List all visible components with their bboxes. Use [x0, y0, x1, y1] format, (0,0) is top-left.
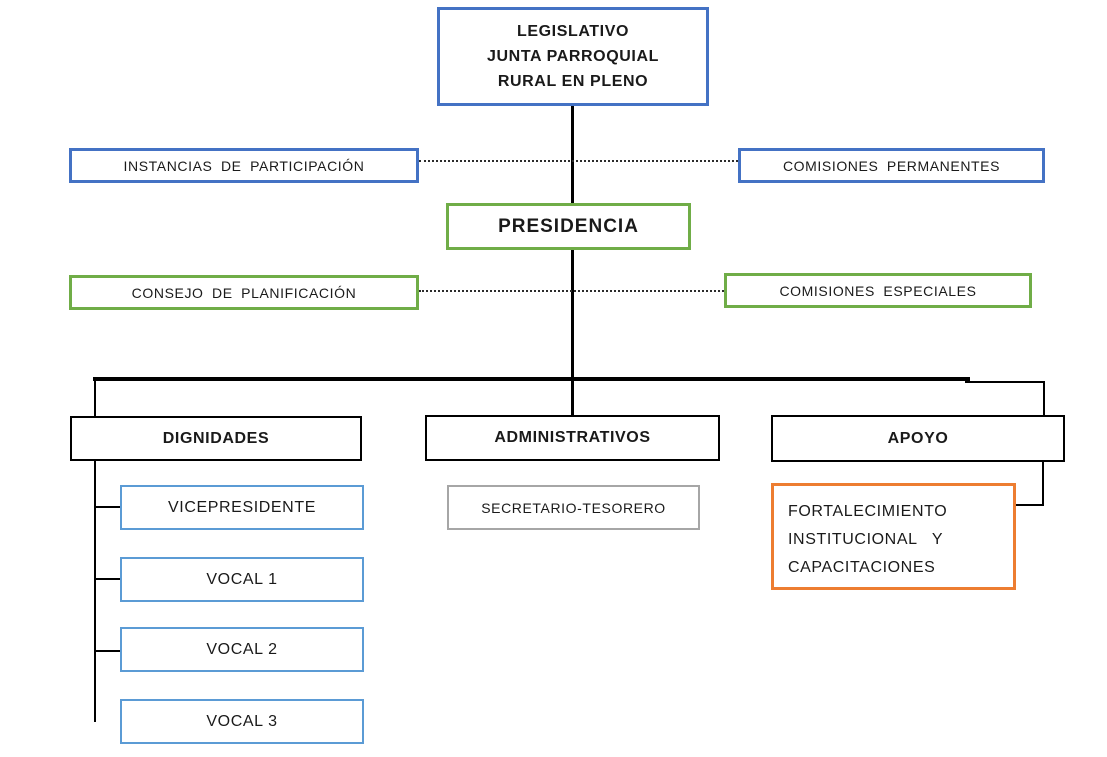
node-vocal-2: VOCAL 2	[120, 627, 364, 672]
node-vicepresidente: VICEPRESIDENTE	[120, 485, 364, 530]
connector-apoyo-elbow-horizontal	[1016, 504, 1044, 506]
connector-horizontal-right	[965, 381, 1045, 383]
node-presidencia: PRESIDENCIA	[446, 203, 691, 250]
connector-stub-dignidades	[94, 381, 96, 417]
node-instancias-de-participacion: INSTANCIAS DE PARTICIPACIÓN	[69, 148, 419, 183]
connector-stub-administrativos	[571, 381, 574, 415]
node-apoyo: APOYO	[771, 415, 1065, 462]
connector-instancias-permanentes-dotted	[419, 160, 738, 162]
node-vocal-3: VOCAL 3	[120, 699, 364, 744]
node-secretario-tesorero: SECRETARIO-TESORERO	[447, 485, 700, 530]
node-consejo-de-planificacion: CONSEJO DE PLANIFICACIÓN	[69, 275, 419, 310]
connector-legislativo-presidencia	[571, 106, 574, 203]
node-comisiones-permanentes: COMISIONES PERMANENTES	[738, 148, 1045, 183]
connector-presidencia-trunk	[571, 250, 574, 382]
node-comisiones-especiales: COMISIONES ESPECIALES	[724, 273, 1032, 308]
node-fortalecimiento-institucional: FORTALECIMIENTO INSTITUCIONAL Y CAPACITA…	[771, 483, 1016, 590]
node-legislativo: LEGISLATIVO JUNTA PARROQUIAL RURAL EN PL…	[437, 7, 709, 106]
node-dignidades: DIGNIDADES	[70, 416, 362, 461]
connector-consejo-especiales-dotted	[419, 290, 724, 292]
node-vocal-1: VOCAL 1	[120, 557, 364, 602]
connector-apoyo-elbow-vertical	[1042, 462, 1044, 506]
connector-dignidades-spine	[94, 461, 96, 722]
connector-horizontal-main	[93, 377, 970, 381]
connector-stub-apoyo	[1043, 383, 1045, 416]
connector-stub-vicepresidente	[96, 506, 120, 508]
node-administrativos: ADMINISTRATIVOS	[425, 415, 720, 461]
connector-stub-vocal2	[96, 650, 120, 652]
connector-stub-vocal1	[96, 578, 120, 580]
